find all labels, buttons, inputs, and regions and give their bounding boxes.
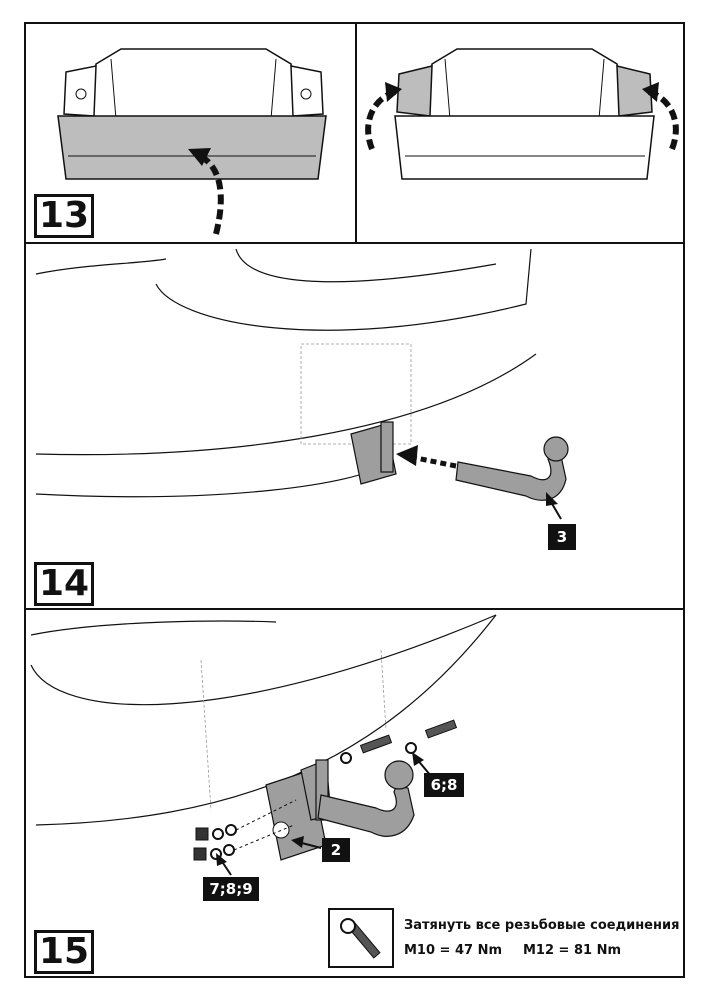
torque-m12: M12 = 81 Nm bbox=[523, 943, 622, 958]
torque-wrench-box bbox=[328, 908, 394, 968]
panel-14: 3 14 bbox=[24, 242, 685, 610]
step-number-15: 15 bbox=[34, 930, 94, 974]
torque-wrench-icon bbox=[340, 918, 381, 959]
panel-13-right bbox=[355, 22, 685, 244]
taillight-removal-drawing bbox=[365, 48, 679, 180]
callout-part-6-8: 6;8 bbox=[424, 773, 464, 797]
bumper-removal-drawing bbox=[57, 48, 327, 235]
assembly-bolting-drawing bbox=[30, 614, 497, 876]
callout-part-3: 3 bbox=[548, 524, 576, 550]
callout-part-2: 2 bbox=[322, 838, 350, 862]
panel-13-left: 13 bbox=[24, 22, 357, 244]
ball-insertion-drawing bbox=[35, 248, 569, 520]
torque-instruction: Затянуть все резьбовые соединения bbox=[404, 918, 680, 933]
torque-m10: M10 = 47 Nm bbox=[404, 943, 503, 958]
step-number-13: 13 bbox=[34, 194, 94, 238]
callout-part-7-8-9: 7;8;9 bbox=[203, 877, 259, 901]
panel-15: 6;8 2 7;8;9 Затянуть все резьбовые соеди… bbox=[24, 608, 685, 978]
step-number-14: 14 bbox=[34, 562, 94, 606]
